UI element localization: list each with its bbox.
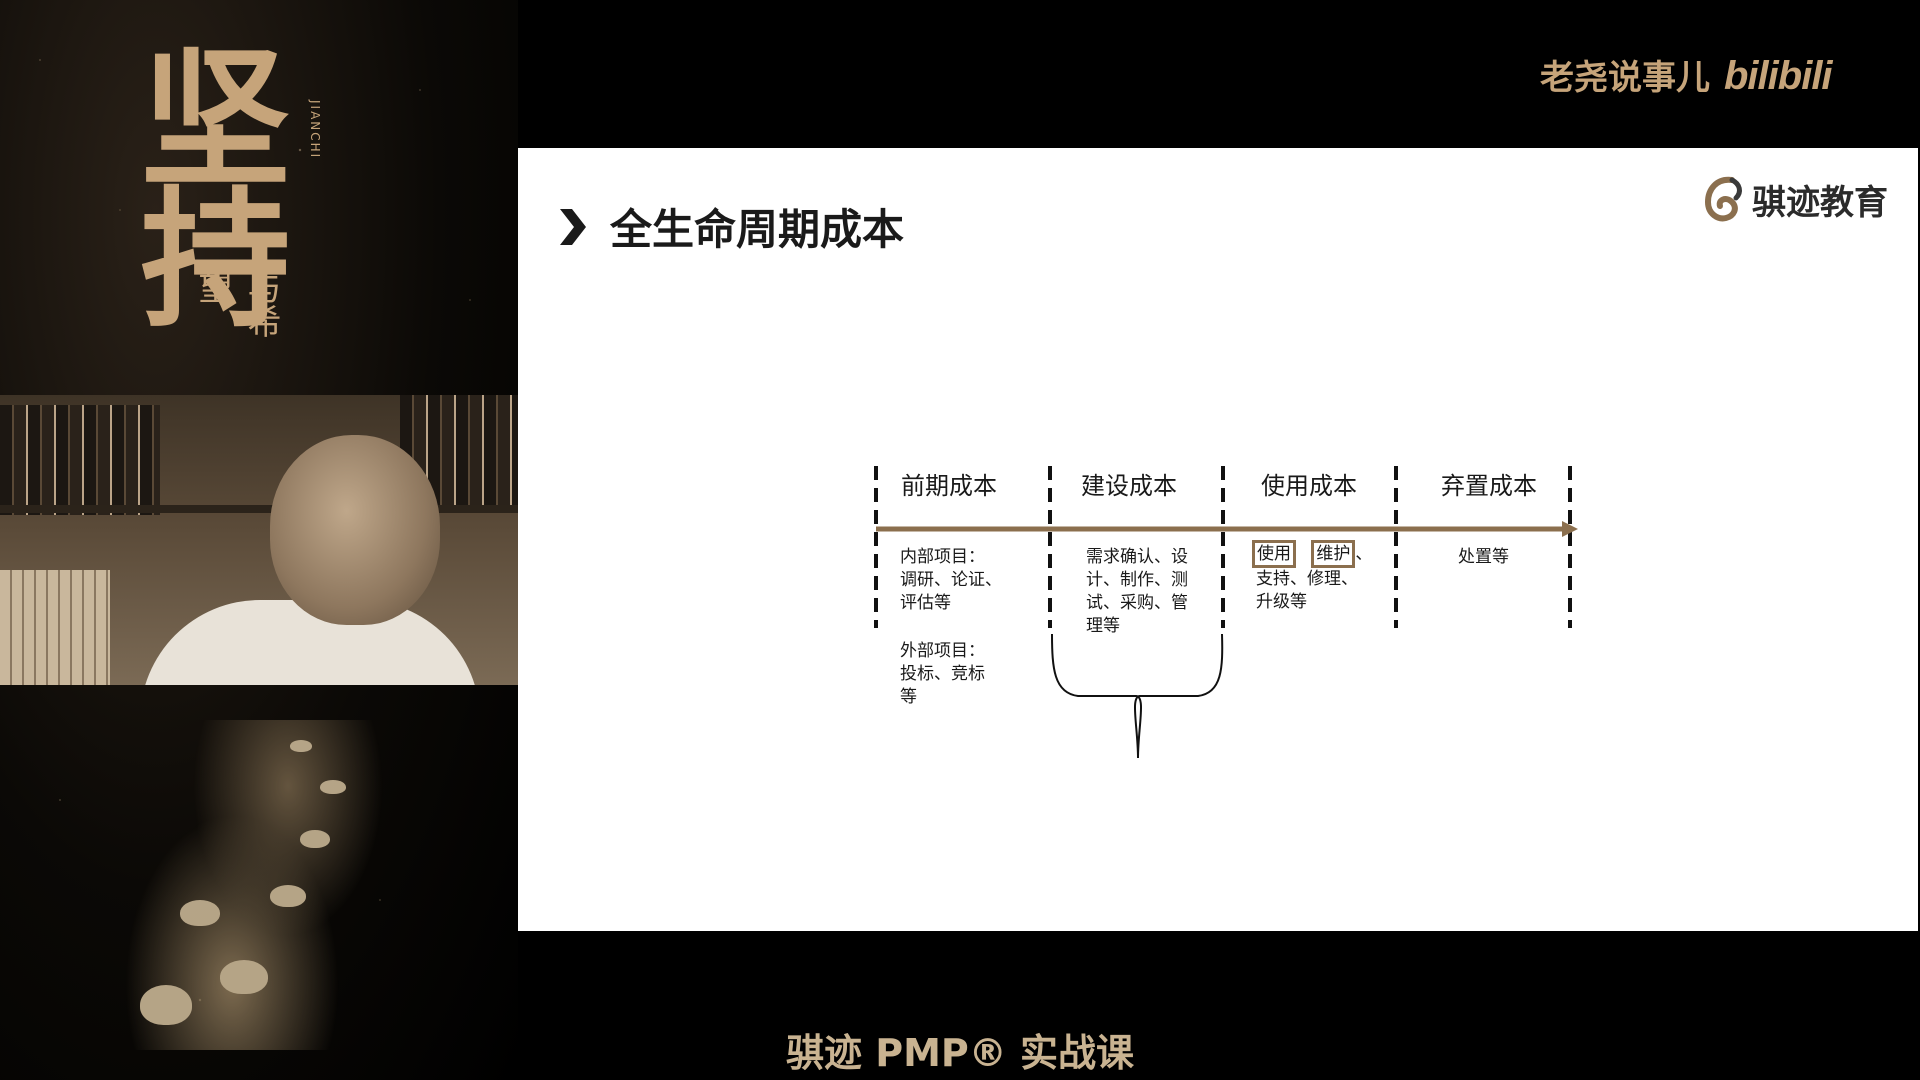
footprint-4 [270, 885, 306, 907]
text-line: 外部项目： [900, 641, 985, 661]
title-artwork: 坚持 与希望 JIANCHI [115, 40, 368, 370]
footprint-1 [290, 740, 312, 752]
highlight-use: 使用 [1252, 540, 1296, 568]
presenter-face [270, 435, 440, 625]
slide-title-text: 全生命周期成本 [610, 205, 905, 254]
webcam-feed [0, 395, 518, 685]
phase-label-disposal: 弃置成本 [1441, 472, 1537, 500]
text-line: 处置等 [1458, 547, 1509, 567]
footprint-3 [300, 830, 330, 848]
construction-text: 需求确认、设 计、制作、测 试、采购、管 理等 [1086, 546, 1188, 638]
brand-text: 骐迹教育 [1752, 182, 1888, 223]
presenter-person [60, 425, 480, 685]
footprint-6 [220, 960, 268, 994]
text-line: 内部项目： [900, 547, 985, 567]
course-subtitle: 骐迹 PMP® 实战课 [786, 1031, 1134, 1075]
preliminary-external-text: 外部项目： 投标、竞标 等 [900, 640, 985, 709]
preliminary-internal-text: 内部项目： 调研、论证、 评估等 [900, 546, 1002, 615]
footsteps-artwork [120, 720, 400, 1050]
text-line: 试、采购、管 [1086, 593, 1188, 613]
title-main: 坚持 [115, 40, 291, 320]
bookshelf-books-lower [0, 570, 110, 685]
text-line: 调研、论证、 [900, 570, 1002, 590]
bookshelf-shelf [0, 505, 518, 513]
timeline-arrowhead [1562, 521, 1578, 537]
text-line: 投标、竞标 [900, 664, 985, 684]
footprint-5 [180, 900, 220, 926]
phase-label-construction: 建设成本 [1081, 472, 1177, 500]
usage-highlight-line: 使用 维护、 [1252, 540, 1372, 568]
lifecycle-cost-diagram [874, 466, 1578, 759]
title-sub: 与希望 [192, 270, 281, 338]
phase-label-preliminary: 前期成本 [901, 472, 997, 500]
construction-brace [1051, 633, 1224, 759]
text-line: 需求确认、设 [1086, 547, 1188, 567]
disposal-text: 处置等 [1458, 546, 1509, 569]
channel-brand: 老尧说事儿 bilibili [1540, 50, 1833, 99]
chevron-right-icon [560, 208, 586, 245]
text-line: 等 [900, 687, 917, 707]
channel-name: 老尧说事儿 [1540, 59, 1710, 97]
text-line: 升级等 [1256, 592, 1307, 612]
usage-text: 使用 维护、 支持、修理、 升级等 [1252, 540, 1372, 614]
text-line: 理等 [1086, 616, 1120, 636]
highlight-maintain: 维护 [1311, 540, 1356, 568]
phase-label-usage: 使用成本 [1261, 472, 1357, 500]
text-line: 评估等 [900, 593, 951, 613]
slide-title: 全生命周期成本 [558, 196, 904, 257]
text-line: 计、制作、测 [1086, 570, 1188, 590]
brand-logo: 骐迹教育 [1702, 174, 1888, 224]
title-pinyin: JIANCHI [308, 100, 322, 160]
footprint-7 [140, 985, 192, 1025]
footprint-2 [320, 780, 346, 794]
bookshelf-books-left [0, 405, 160, 515]
bilibili-logo: bilibili [1724, 54, 1833, 98]
left-decorative-panel: 坚持 与希望 JIANCHI [0, 0, 518, 1080]
presentation-slide: 全生命周期成本 骐迹教育 前期成本 建设成本 使用成本 弃置成本 内部项目： 调… [518, 148, 1918, 931]
brand-icon [1704, 176, 1742, 222]
text-line: 支持、修理、 [1256, 569, 1358, 589]
separator: 、 [1355, 544, 1373, 564]
